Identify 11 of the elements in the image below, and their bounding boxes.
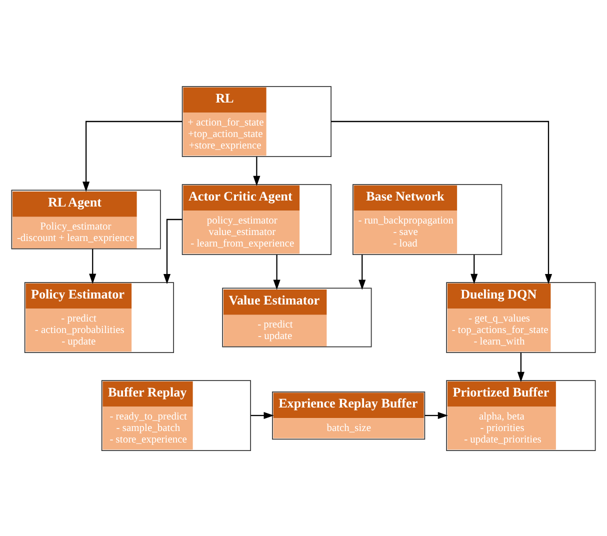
arrow [358,254,366,290]
arrow [89,248,96,284]
arrow [163,218,182,284]
arrow [273,254,280,290]
arrow [82,120,182,192]
arrow [331,120,552,284]
arrow [517,352,524,382]
arrow [253,156,260,186]
arrow [250,411,274,419]
arrow [470,254,478,284]
arrow [424,411,448,419]
